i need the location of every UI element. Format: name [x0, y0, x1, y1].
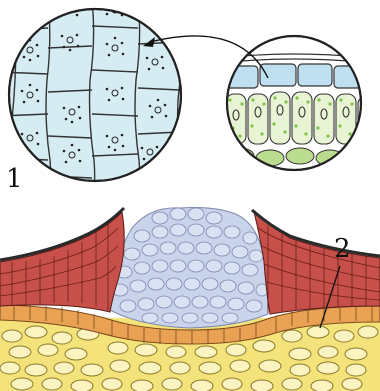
lenticel-cross-section [0, 208, 380, 391]
palisade-cells [226, 92, 378, 144]
leaf-cross-section [220, 36, 378, 170]
figure-label-1: 1 [6, 166, 23, 192]
cork-layer-left [0, 212, 124, 312]
figure-label-2: 2 [334, 236, 351, 262]
epidermis-surface-view [0, 0, 182, 200]
